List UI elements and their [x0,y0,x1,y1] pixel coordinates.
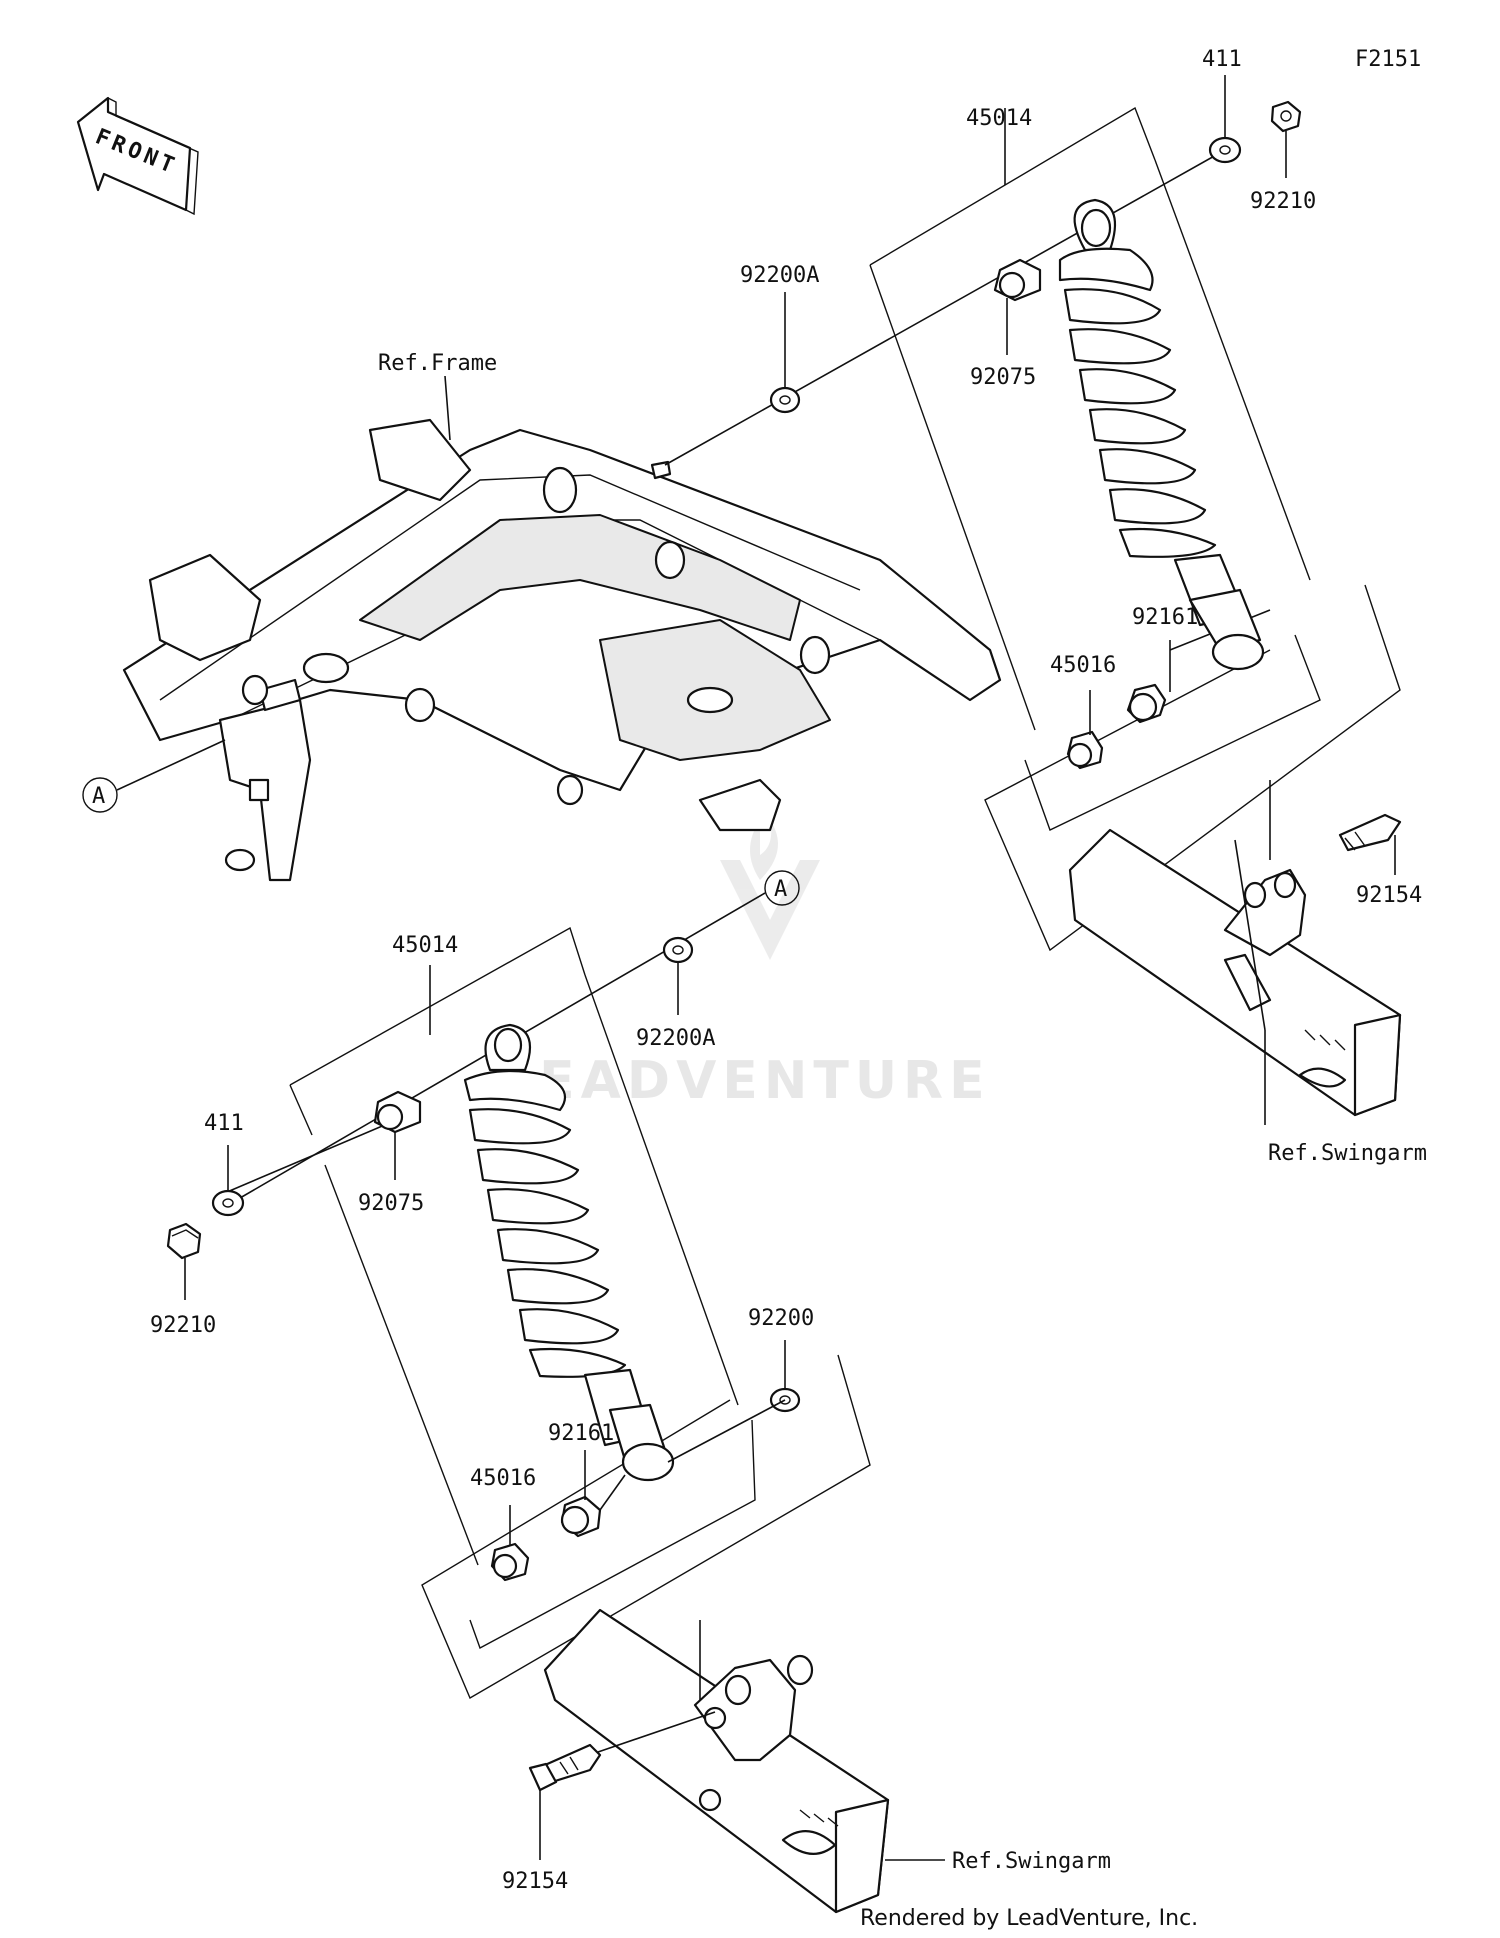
lower-washer-411 [211,1189,245,1217]
upper-bolt-label: 92154 [1356,883,1422,908]
ref-frame-label: Ref.Frame [378,351,497,376]
lower-washer-92200a [662,936,694,964]
upper-washer-label: 411 [1202,47,1242,72]
upper-nut-92210 [1270,100,1302,133]
lower-washer-b-label: 92200 [748,1306,814,1331]
upper-shock-assembly: 45014 [664,106,1401,952]
upper-swingarm-illustration [1068,813,1402,1117]
leadventure-watermark: LEADVENTURE [500,820,991,1111]
upper-ref-swingarm-label: Ref.Swingarm [1268,1141,1427,1166]
figure-code: F2151 [1355,47,1421,72]
upper-bushing-92161 [1126,683,1167,724]
lower-bushing-lower-label: 92161 [548,1421,614,1446]
upper-washer-92200a [769,386,801,414]
callout-a-shock-label: A [774,877,787,902]
upper-shock-label: 45014 [966,106,1032,131]
callout-a-frame: A [82,739,226,813]
lower-collar-45016 [490,1542,530,1582]
front-arrow-icon: FRONT [76,96,199,216]
lower-washer-label: 411 [204,1111,244,1136]
upper-bushing-label: 92075 [970,365,1036,390]
watermark-text: LEADVENTURE [500,1051,991,1111]
lower-ref-swingarm-label: Ref.Swingarm [952,1849,1111,1874]
lower-shock-assembly: 45014 [289,926,871,1700]
upper-collar-label: 45016 [1050,653,1116,678]
upper-bushing-92075 [993,258,1042,302]
lower-nut-label: 92210 [150,1313,216,1338]
lower-swingarm-illustration [528,1608,890,1914]
lower-bushing-92161 [560,1495,602,1538]
footer-credit: Rendered by LeadVenture, Inc. [860,1906,1198,1931]
frame-illustration [122,418,1002,882]
upper-nut-label: 92210 [1250,189,1316,214]
lower-collar-label: 45016 [470,1466,536,1491]
lower-bushing-label: 92075 [358,1191,424,1216]
lower-nut-92210 [166,1222,202,1260]
lower-bushing-92075 [373,1090,422,1134]
upper-collar-45016 [1066,730,1104,770]
upper-washer-411 [1208,136,1242,164]
upper-washer-a-label: 92200A [740,263,819,288]
lower-bolt-label: 92154 [502,1869,568,1894]
upper-bushing-lower-label: 92161 [1132,605,1198,630]
lower-shock-label: 45014 [392,933,458,958]
callout-a-frame-label: A [92,784,105,809]
lower-washer-a-label: 92200A [636,1026,715,1051]
callout-a-shock: A [764,870,800,906]
